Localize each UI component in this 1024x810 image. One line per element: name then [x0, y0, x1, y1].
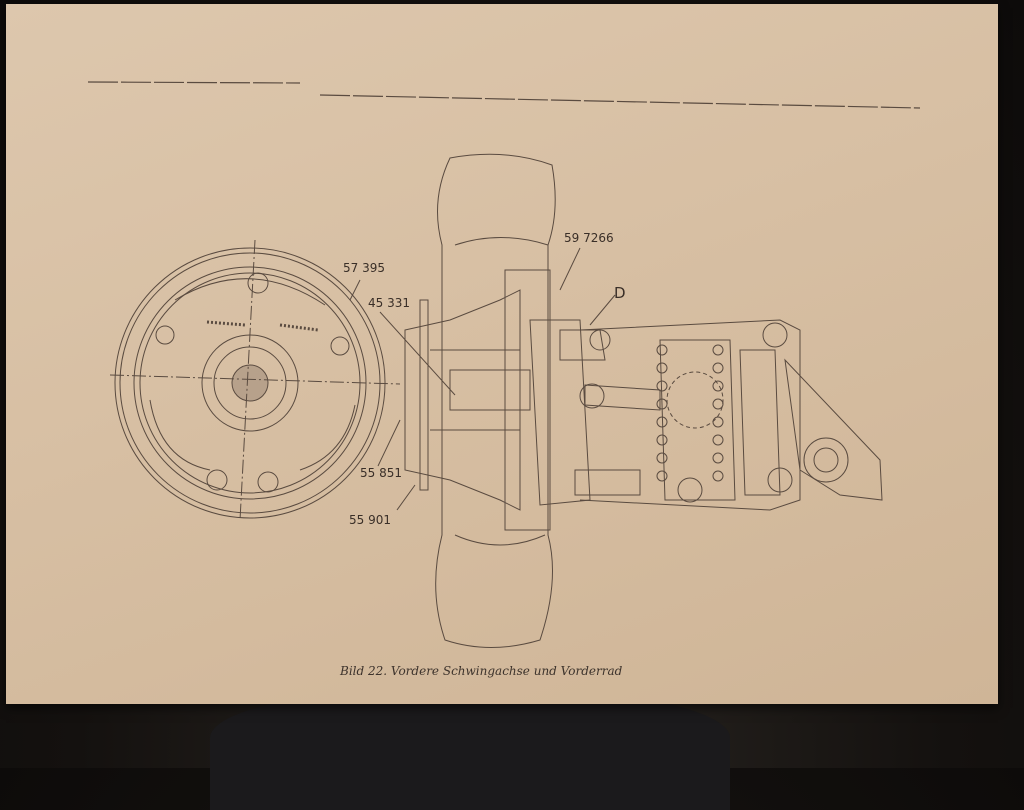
axle-tube	[574, 319, 801, 511]
label-d: D	[614, 284, 626, 302]
technical-drawing	[87, 81, 921, 648]
rivet-column	[656, 344, 724, 482]
label-59726: 59 7266	[564, 231, 614, 245]
label-55901: 55 901	[349, 513, 391, 527]
frame-bracket	[784, 358, 883, 501]
hub-assembly	[404, 269, 611, 531]
figure-caption: Bild 22. Vordere Schwingachse und Vorder…	[340, 664, 623, 678]
label-57395: 57 395	[343, 261, 385, 275]
brake-drum	[109, 239, 401, 521]
tire-section	[435, 153, 556, 648]
label-55851: 55 851	[360, 466, 402, 480]
leader-lines	[349, 247, 616, 511]
paper-sheet	[6, 4, 998, 704]
label-45331: 45 331	[368, 296, 410, 310]
top-rule	[87, 81, 921, 109]
